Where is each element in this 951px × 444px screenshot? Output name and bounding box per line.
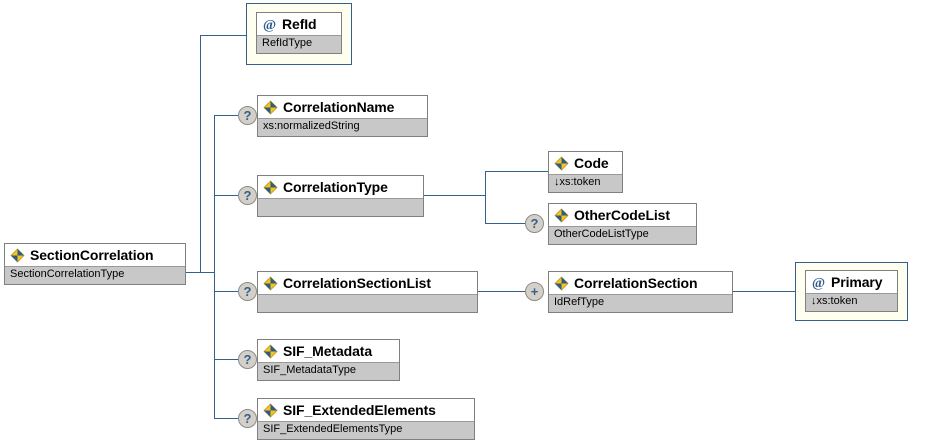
- node-correlation-section-list[interactable]: CorrelationSectionList: [257, 271, 478, 313]
- node-title-primary: @ Primary: [806, 271, 897, 293]
- connector-branch-correlation-name: [214, 115, 238, 116]
- node-label-other-code-list: OtherCodeList: [574, 207, 670, 223]
- connector-branch-correlation-type: [214, 195, 238, 196]
- element-icon: [10, 248, 25, 263]
- node-type-other-code-list: OtherCodeListType: [549, 226, 696, 244]
- node-correlation-name[interactable]: CorrelationName xs:normalizedString: [257, 95, 428, 137]
- svg-text:@: @: [263, 17, 276, 32]
- at-sign-icon: @: [811, 275, 826, 290]
- node-type-correlation-section: IdRefType: [549, 294, 732, 312]
- node-correlation-type[interactable]: CorrelationType: [257, 175, 424, 217]
- element-icon: [263, 100, 278, 115]
- node-title-code: Code: [549, 152, 622, 174]
- node-title-correlation-type: CorrelationType: [258, 176, 423, 198]
- node-label-correlation-type: CorrelationType: [283, 179, 388, 195]
- node-code[interactable]: Code ↓xs:token: [548, 151, 623, 193]
- node-label-section-correlation: SectionCorrelation: [30, 247, 154, 263]
- element-icon: [263, 403, 278, 418]
- badge-correlation-section-list-optional: ?: [238, 282, 257, 301]
- node-type-sif-metadata: SIF_MetadataType: [258, 362, 399, 380]
- element-icon: [554, 208, 569, 223]
- at-sign-icon: @: [262, 17, 277, 32]
- node-label-correlation-section: CorrelationSection: [574, 275, 698, 291]
- element-icon: [554, 156, 569, 171]
- badge-correlation-section-repeating: +: [525, 282, 544, 301]
- node-correlation-section[interactable]: CorrelationSection IdRefType: [548, 271, 733, 313]
- node-label-code: Code: [574, 155, 609, 171]
- node-label-correlation-section-list: CorrelationSectionList: [283, 275, 431, 291]
- node-title-correlation-section: CorrelationSection: [549, 272, 732, 294]
- element-icon: [263, 344, 278, 359]
- node-type-sif-extended-elements: SIF_ExtendedElementsType: [258, 421, 474, 439]
- node-title-refid: @ RefId: [257, 13, 341, 35]
- node-label-sif-metadata: SIF_Metadata: [283, 343, 373, 359]
- connector-correlationsectionlist-out: [478, 291, 525, 292]
- element-icon: [263, 276, 278, 291]
- node-primary[interactable]: @ Primary ↓xs:token: [805, 270, 898, 312]
- badge-correlation-type-optional: ?: [238, 186, 257, 205]
- node-title-sif-extended-elements: SIF_ExtendedElements: [258, 399, 474, 421]
- connector-correlationsection-to-primary: [733, 291, 795, 292]
- node-type-code: ↓xs:token: [549, 174, 622, 192]
- node-title-section-correlation: SectionCorrelation: [5, 244, 185, 266]
- connector-code-split-trunk: [485, 171, 486, 223]
- connector-correlationtype-out: [424, 195, 485, 196]
- node-sif-extended-elements[interactable]: SIF_ExtendedElements SIF_ExtendedElement…: [257, 398, 475, 440]
- node-title-correlation-name: CorrelationName: [258, 96, 427, 118]
- connector-branch-code: [485, 171, 548, 172]
- badge-sif-extended-elements-optional: ?: [238, 409, 257, 428]
- connector-branch-other-code-list: [485, 223, 525, 224]
- badge-other-code-list-optional: ?: [525, 214, 544, 233]
- node-section-correlation[interactable]: SectionCorrelation SectionCorrelationTyp…: [4, 243, 186, 285]
- node-other-code-list[interactable]: OtherCodeList OtherCodeListType: [548, 203, 697, 245]
- node-title-correlation-section-list: CorrelationSectionList: [258, 272, 477, 294]
- badge-correlation-name-optional: ?: [238, 106, 257, 125]
- node-title-sif-metadata: SIF_Metadata: [258, 340, 399, 362]
- node-refid[interactable]: @ RefId RefIdType: [256, 12, 342, 54]
- element-icon: [263, 180, 278, 195]
- connector-branch-sif-metadata: [214, 359, 238, 360]
- badge-sif-metadata-optional: ?: [238, 350, 257, 369]
- node-label-refid: RefId: [282, 16, 317, 32]
- node-label-correlation-name: CorrelationName: [283, 99, 395, 115]
- svg-text:@: @: [812, 275, 825, 290]
- node-type-correlation-section-list: [258, 294, 477, 312]
- node-type-primary: ↓xs:token: [806, 293, 897, 311]
- connector-element-trunk: [214, 115, 215, 418]
- node-sif-metadata[interactable]: SIF_Metadata SIF_MetadataType: [257, 339, 400, 381]
- connector-attribute-trunk: [200, 35, 201, 273]
- element-icon: [554, 276, 569, 291]
- connector-branch-sif-extended-elements: [214, 418, 238, 419]
- node-label-sif-extended-elements: SIF_ExtendedElements: [283, 402, 436, 418]
- node-label-primary: Primary: [831, 274, 883, 290]
- connector-branch-correlation-section-list: [214, 291, 238, 292]
- node-type-correlation-name: xs:normalizedString: [258, 118, 427, 136]
- connector-refid-branch: [200, 35, 246, 36]
- node-type-correlation-type: [258, 198, 423, 216]
- node-title-other-code-list: OtherCodeList: [549, 204, 696, 226]
- node-type-refid: RefIdType: [257, 35, 341, 53]
- node-type-section-correlation: SectionCorrelationType: [5, 266, 185, 284]
